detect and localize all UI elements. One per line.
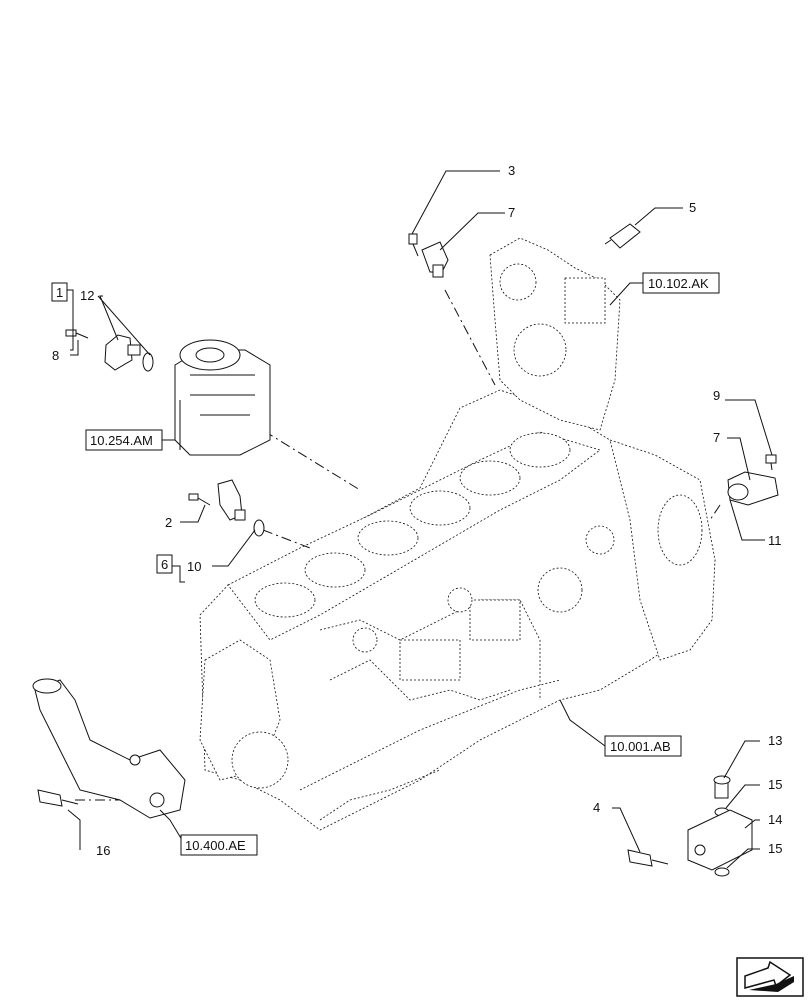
intake-elbow-part bbox=[174, 339, 271, 456]
sensor-assembly-3 bbox=[408, 233, 449, 278]
ref-10-102-AK-label[interactable]: 10.102.AK bbox=[648, 276, 709, 291]
callout-14: 14 bbox=[768, 812, 782, 827]
callout-6: 6 bbox=[161, 557, 168, 572]
callout-11: 11 bbox=[768, 533, 782, 548]
callout-12: 12 bbox=[80, 288, 94, 303]
adapter-block-14 bbox=[687, 775, 753, 877]
callout-3: 3 bbox=[508, 163, 515, 178]
callout-1: 1 bbox=[56, 285, 63, 300]
callout-7-right: 7 bbox=[713, 430, 720, 445]
ref-10-254-AM-label[interactable]: 10.254.AM bbox=[90, 433, 153, 448]
callout-8: 8 bbox=[52, 348, 59, 363]
callout-4: 4 bbox=[593, 800, 600, 815]
sensor-assembly-5 bbox=[604, 223, 641, 249]
ref-10-400-AE-label[interactable]: 10.400.AE bbox=[185, 838, 246, 853]
arrow-navigation-icon[interactable] bbox=[736, 957, 804, 997]
engine-block bbox=[199, 237, 716, 831]
sensor-assembly-9 bbox=[727, 454, 779, 506]
callout-13: 13 bbox=[768, 733, 782, 748]
leader-lines bbox=[67, 170, 773, 869]
ref-10-001-AB[interactable]: 10.001.AB bbox=[604, 735, 682, 757]
callout-7-top: 7 bbox=[508, 205, 515, 220]
callout-10: 10 bbox=[187, 559, 201, 574]
sensor-assembly-16 bbox=[37, 789, 79, 807]
callout-9: 9 bbox=[713, 388, 720, 403]
coolant-elbow-part bbox=[32, 678, 186, 819]
ref-10-001-AB-label[interactable]: 10.001.AB bbox=[610, 739, 671, 754]
callout-16: 16 bbox=[96, 843, 110, 858]
sensor-assembly-6 bbox=[188, 479, 265, 537]
ref-10-254-AM[interactable]: 10.254.AM bbox=[85, 429, 163, 451]
sensor-assembly-4 bbox=[627, 849, 669, 867]
callout-2: 2 bbox=[165, 515, 172, 530]
sensor-assembly-1 bbox=[65, 329, 154, 372]
callout-15-upper: 15 bbox=[768, 777, 782, 792]
callout-5: 5 bbox=[689, 200, 696, 215]
ref-10-400-AE[interactable]: 10.400.AE bbox=[180, 834, 258, 856]
ref-10-102-AK[interactable]: 10.102.AK bbox=[642, 272, 720, 294]
callout-15-lower: 15 bbox=[768, 841, 782, 856]
